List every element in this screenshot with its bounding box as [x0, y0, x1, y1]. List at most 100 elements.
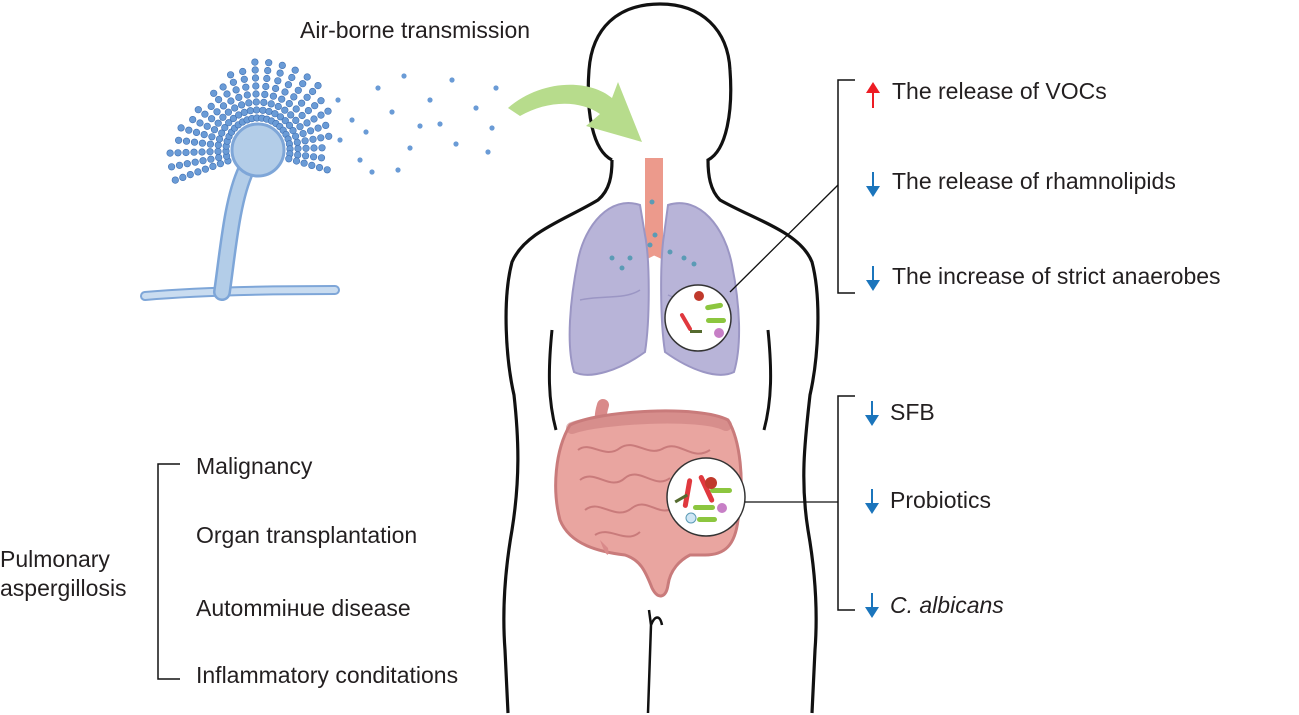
- spore-dot: [214, 119, 222, 127]
- spore-dot: [290, 93, 298, 101]
- spore-dot: [194, 168, 202, 176]
- spore-dot: [207, 155, 215, 163]
- spore-dot: [298, 111, 306, 120]
- spore-dot: [307, 127, 315, 135]
- airborne-spore-dot: [427, 97, 433, 103]
- spore-dot: [240, 108, 248, 116]
- spore-dot: [215, 154, 223, 162]
- airborne-spore-dot: [417, 123, 423, 129]
- spore-cluster: [166, 58, 333, 184]
- up-arrow-icon: [866, 82, 880, 108]
- risk-factor-3: Autommінue disease: [196, 595, 411, 621]
- spore-dot: [175, 161, 184, 169]
- spore-dot: [294, 145, 302, 153]
- aspergillus-conidiophore: [140, 58, 340, 301]
- spore-dot: [292, 132, 300, 140]
- spore-dot: [311, 102, 319, 110]
- spore-dot: [208, 115, 216, 123]
- down-arrow-icon: [865, 489, 879, 514]
- spore-dot: [227, 97, 235, 105]
- spore-dot: [186, 171, 194, 179]
- gut-effect-1: SFB: [890, 399, 935, 425]
- spore-dot: [325, 132, 333, 140]
- spore-dot: [303, 93, 311, 101]
- transmission-label: Air-borne transmission: [300, 17, 531, 43]
- spore-dot: [246, 107, 254, 115]
- spore-dot: [251, 58, 259, 66]
- spore-dot: [281, 88, 289, 96]
- spore-dot: [189, 115, 197, 124]
- disease-label-line1: Pulmonary: [0, 546, 110, 572]
- spore-dot: [207, 102, 215, 110]
- airborne-spore-dot: [473, 105, 479, 111]
- spore-dot: [175, 136, 183, 144]
- airborne-spore-dot: [493, 85, 499, 91]
- spore-dot: [206, 140, 214, 148]
- spore-dot: [209, 162, 217, 170]
- spore-dot: [301, 137, 309, 145]
- spore-dot: [318, 144, 326, 152]
- lung-effect-2: The release of rhamnolipids: [892, 168, 1176, 194]
- spore-dot: [272, 84, 280, 93]
- spore-dot: [269, 92, 278, 100]
- disease-label-line2: aspergillosis: [0, 575, 127, 601]
- gut-effects-bracket: [837, 395, 855, 611]
- spore-dot: [219, 83, 227, 91]
- airborne-spore-dot: [449, 77, 455, 83]
- spore-dot: [324, 107, 332, 115]
- spore-dot: [224, 108, 232, 116]
- spore-dot: [171, 176, 179, 184]
- spore-dot: [315, 164, 324, 172]
- spore-dot: [310, 153, 318, 161]
- spore-dot: [278, 61, 286, 70]
- spore-dot: [191, 158, 199, 166]
- spore-dot: [213, 108, 221, 116]
- down-arrow-icon: [865, 593, 879, 618]
- airborne-spore-dot: [395, 167, 401, 173]
- spore-dot: [225, 119, 233, 127]
- lung-callout-line: [729, 184, 839, 293]
- spore-dot: [263, 74, 271, 83]
- spore-dot: [200, 131, 208, 139]
- spore-dot: [210, 89, 218, 97]
- risk-factors-bracket: [157, 463, 180, 680]
- spore-dot: [214, 141, 222, 149]
- spore-dot: [292, 157, 301, 165]
- spore-dot: [229, 114, 237, 123]
- airborne-spore-dot: [407, 145, 413, 151]
- lung-microbiota-magnifier: [664, 284, 732, 352]
- spore-dot: [203, 122, 211, 130]
- spore-dot: [276, 113, 285, 121]
- spore-dot: [168, 163, 176, 171]
- spore-dot: [304, 106, 313, 115]
- spore-dot: [267, 100, 275, 108]
- spore-dot: [219, 113, 227, 121]
- spore-dot: [310, 144, 318, 152]
- down-arrow-icon: [866, 266, 880, 291]
- spore-dot: [235, 93, 243, 101]
- risk-factor-1: Malignancy: [196, 453, 313, 479]
- spore-dot: [221, 123, 229, 132]
- spore-dot: [192, 128, 201, 136]
- spore-dot: [276, 69, 284, 77]
- airborne-spore-dot: [337, 137, 343, 143]
- lung-effects-bracket: [837, 79, 855, 294]
- spore-dot: [198, 139, 206, 147]
- spore-dot: [284, 81, 293, 89]
- spore-dot: [182, 148, 190, 157]
- spore-dot: [274, 77, 282, 85]
- spore-dot: [292, 116, 300, 124]
- spore-dot: [323, 166, 331, 174]
- spore-dot: [252, 82, 260, 90]
- spore-dot: [296, 123, 304, 131]
- spore-dot: [251, 66, 259, 74]
- spore-dot: [231, 104, 239, 112]
- spore-dot: [281, 106, 289, 114]
- spore-dot: [291, 66, 299, 74]
- spore-dot: [174, 149, 182, 157]
- airborne-spore-dot: [485, 149, 491, 155]
- spore-dot: [294, 86, 302, 94]
- spore-dot: [293, 138, 301, 146]
- spore-dot: [299, 130, 307, 138]
